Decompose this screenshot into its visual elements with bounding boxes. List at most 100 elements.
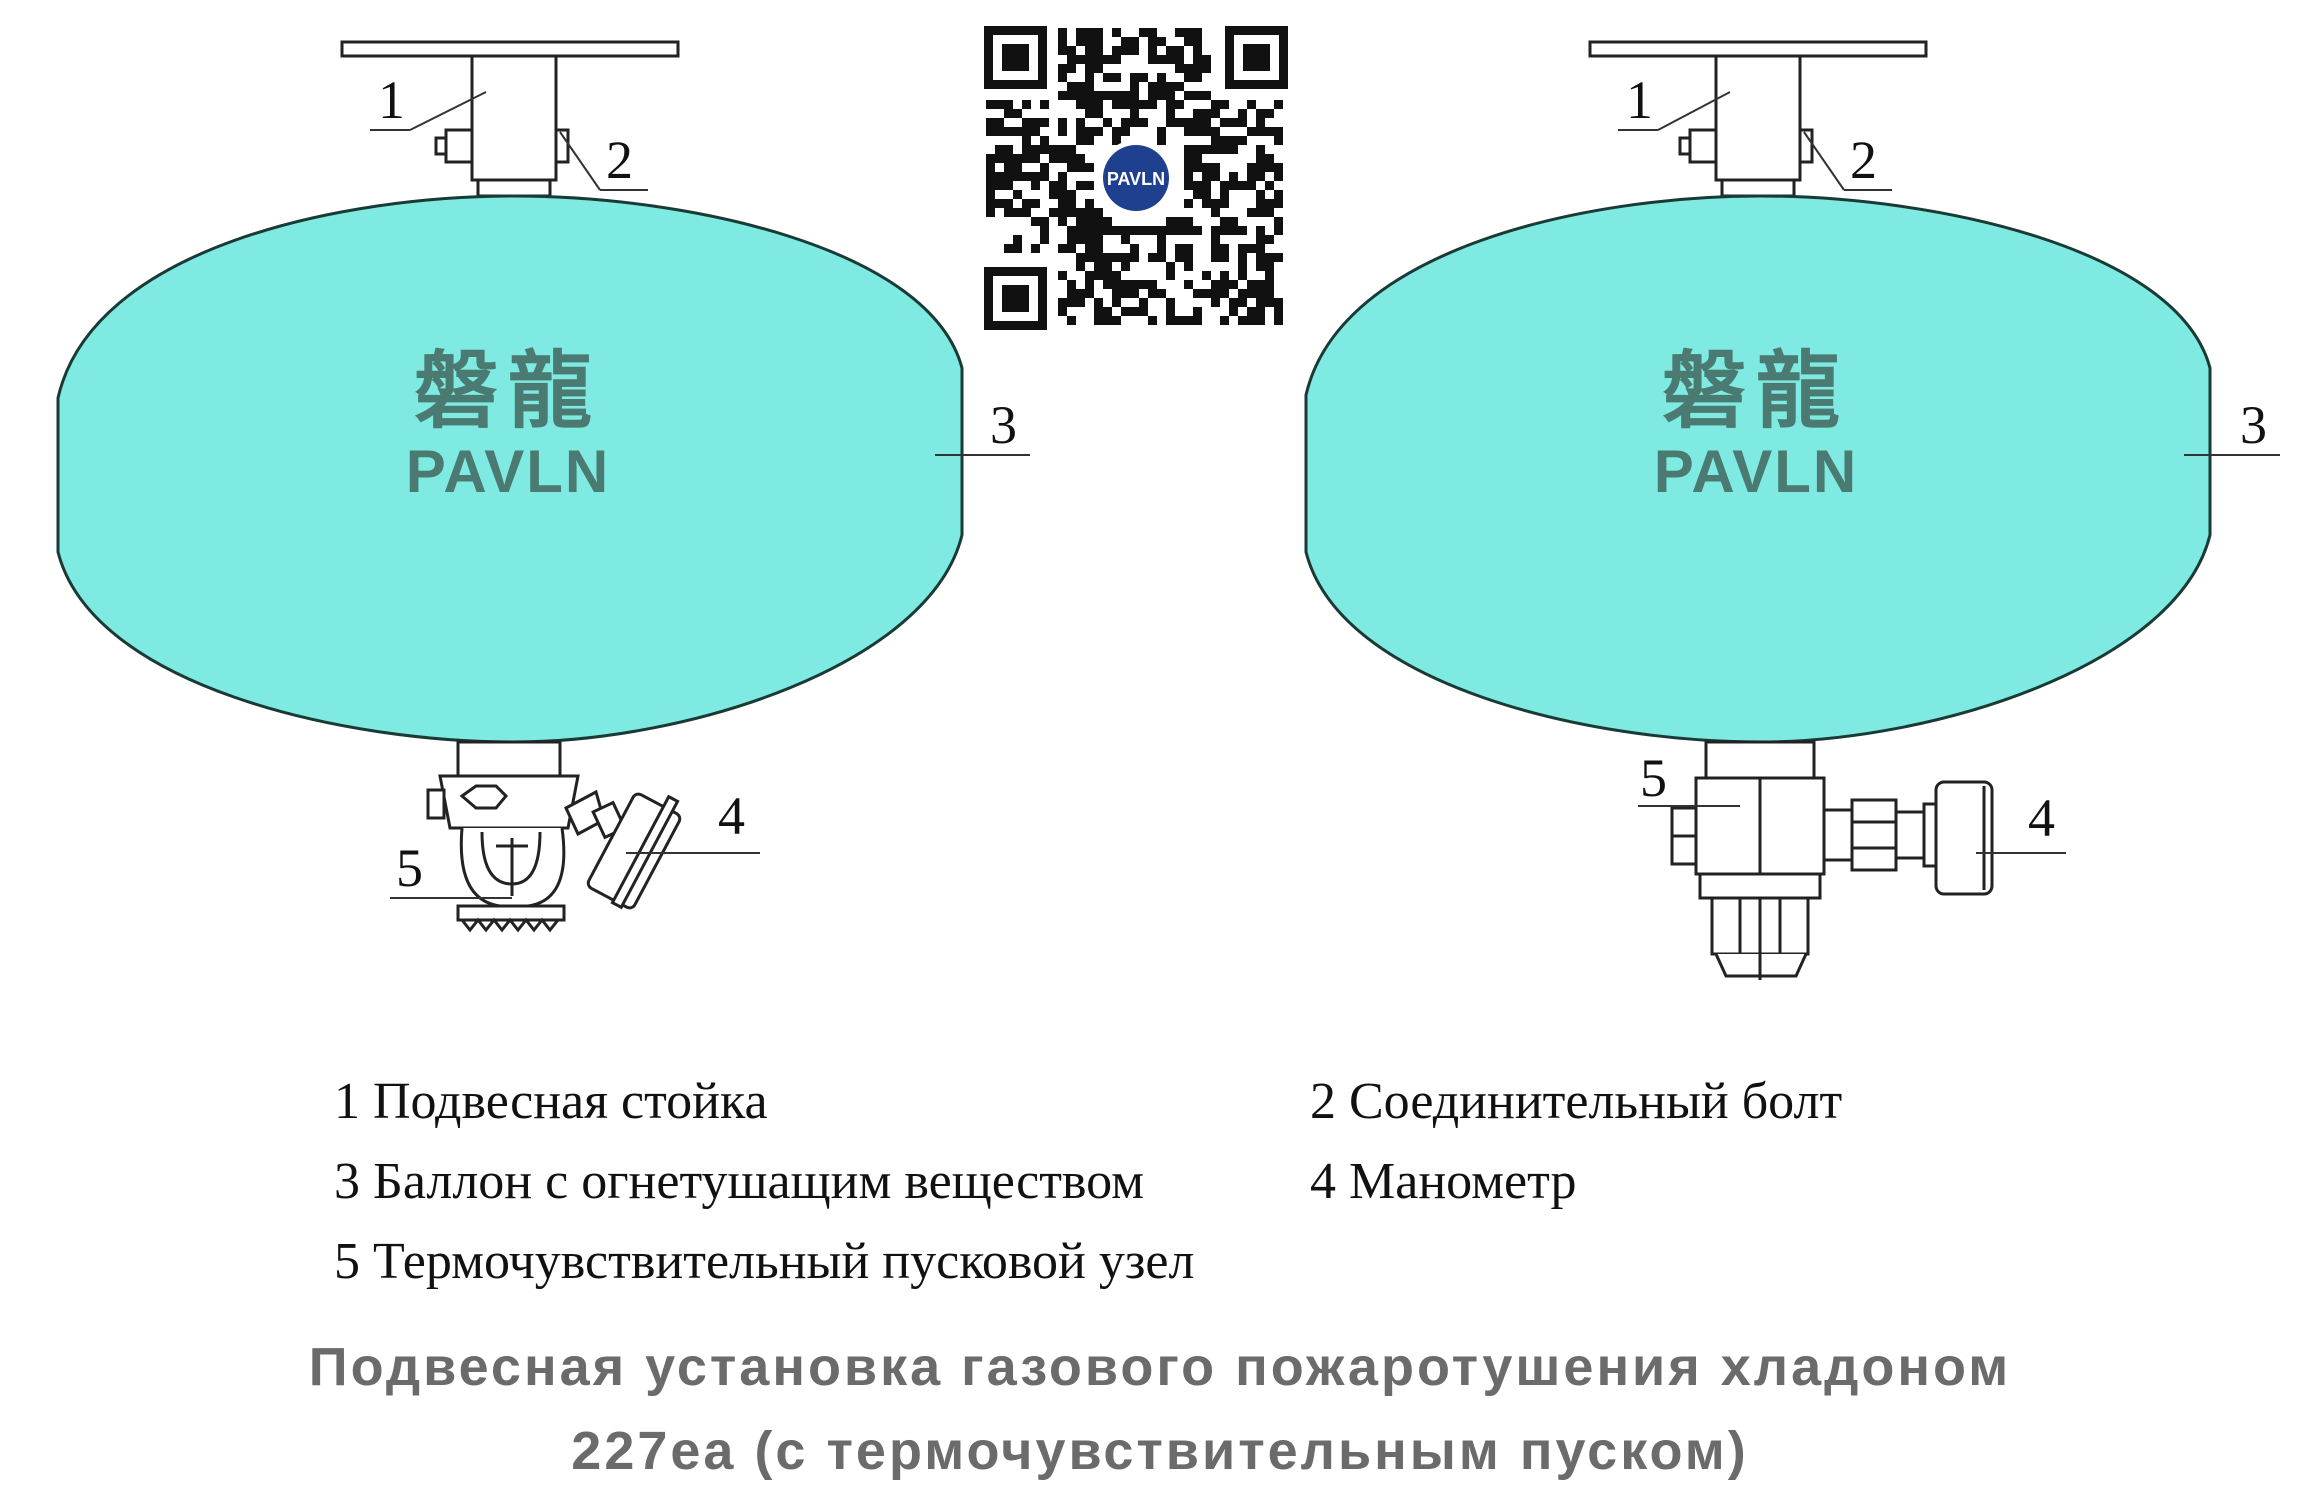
qr-module	[1166, 271, 1175, 280]
qr-module	[1121, 127, 1130, 136]
qr-module	[1130, 244, 1139, 253]
qr-module	[1058, 190, 1067, 199]
qr-module	[1094, 55, 1103, 64]
qr-module	[1112, 226, 1121, 235]
qr-module	[1022, 145, 1031, 154]
qr-module	[1040, 172, 1049, 181]
qr-module	[1274, 217, 1283, 226]
qr-module	[1094, 298, 1103, 307]
qr-module	[1112, 280, 1121, 289]
qr-module	[1139, 226, 1148, 235]
qr-module	[1220, 118, 1229, 127]
qr-module	[1157, 37, 1166, 46]
qr-module	[1094, 235, 1103, 244]
qr-module	[1058, 244, 1067, 253]
qr-module	[1112, 316, 1121, 325]
qr-module	[1238, 181, 1247, 190]
qr-module	[1076, 289, 1085, 298]
qr-module	[1112, 91, 1121, 100]
qr-module	[1130, 46, 1139, 55]
qr-module	[1193, 289, 1202, 298]
qr-module	[1256, 289, 1265, 298]
left-bolt-left	[444, 128, 474, 164]
qr-module	[1112, 271, 1121, 280]
right-unit	[1304, 40, 2212, 980]
left-callout-4: 4	[718, 786, 745, 846]
qr-module	[1112, 28, 1121, 37]
qr-module	[1256, 208, 1265, 217]
qr-module	[1220, 100, 1229, 109]
qr-module	[1211, 199, 1220, 208]
qr-module	[1220, 181, 1229, 190]
qr-module	[1058, 64, 1067, 73]
left-callout-1: 1	[378, 70, 405, 130]
qr-module	[1076, 127, 1085, 136]
qr-module	[1238, 316, 1247, 325]
qr-module	[1103, 55, 1112, 64]
qr-module	[986, 163, 995, 172]
qr-module	[995, 127, 1004, 136]
qr-module	[1040, 145, 1049, 154]
qr-module	[1067, 82, 1076, 91]
qr-module	[1184, 91, 1193, 100]
qr-module	[1076, 226, 1085, 235]
qr-module	[1166, 217, 1175, 226]
qr-module	[1085, 208, 1094, 217]
qr-module	[1211, 280, 1220, 289]
qr-module	[1130, 253, 1139, 262]
qr-module	[1130, 289, 1139, 298]
qr-module	[1211, 235, 1220, 244]
qr-module	[1004, 109, 1013, 118]
qr-module	[1076, 55, 1085, 64]
qr-module	[995, 118, 1004, 127]
qr-module	[986, 127, 995, 136]
qr-module	[1166, 91, 1175, 100]
qr-module	[1013, 235, 1022, 244]
qr-module	[1166, 118, 1175, 127]
qr-module	[1148, 280, 1157, 289]
qr-module	[1193, 109, 1202, 118]
qr-module	[1076, 100, 1085, 109]
qr-module	[1094, 100, 1103, 109]
qr-module	[1211, 226, 1220, 235]
qr-module	[1067, 91, 1076, 100]
qr-module	[1166, 109, 1175, 118]
qr-module	[1166, 100, 1175, 109]
qr-module	[1193, 145, 1202, 154]
qr-module	[1274, 100, 1283, 109]
qr-module	[1085, 253, 1094, 262]
qr-module	[1103, 271, 1112, 280]
qr-module	[1022, 136, 1031, 145]
qr-module	[1076, 37, 1085, 46]
qr-module	[1175, 316, 1184, 325]
qr-module	[1112, 136, 1121, 145]
qr-module	[1265, 289, 1274, 298]
qr-module	[1067, 280, 1076, 289]
qr-module	[1121, 262, 1130, 271]
qr-module	[1202, 289, 1211, 298]
qr-module	[1085, 235, 1094, 244]
page-title-line-2: 227ea (с термочувствительным пуском)	[571, 1421, 1749, 1481]
qr-module	[1076, 235, 1085, 244]
qr-module	[1157, 91, 1166, 100]
qr-module	[1229, 145, 1238, 154]
qr-module	[1166, 226, 1175, 235]
qr-module	[1085, 82, 1094, 91]
qr-module	[1085, 226, 1094, 235]
qr-module	[1265, 235, 1274, 244]
qr-module	[1193, 37, 1202, 46]
qr-module	[1067, 64, 1076, 73]
qr-module	[1220, 253, 1229, 262]
qr-module	[1085, 163, 1094, 172]
qr-module	[1220, 190, 1229, 199]
qr-module	[1166, 298, 1175, 307]
qr-module	[1121, 235, 1130, 244]
qr-module	[1193, 127, 1202, 136]
legend-item-5: 5 Термочувствительный пусковой узел	[334, 1233, 1195, 1290]
right-tank-brand: 磐龍 PAVLN	[1654, 342, 1856, 505]
qr-module	[1112, 55, 1121, 64]
qr-module	[1103, 118, 1112, 127]
qr-module	[1148, 28, 1157, 37]
qr-code-icon: PAVLN	[984, 26, 1288, 330]
